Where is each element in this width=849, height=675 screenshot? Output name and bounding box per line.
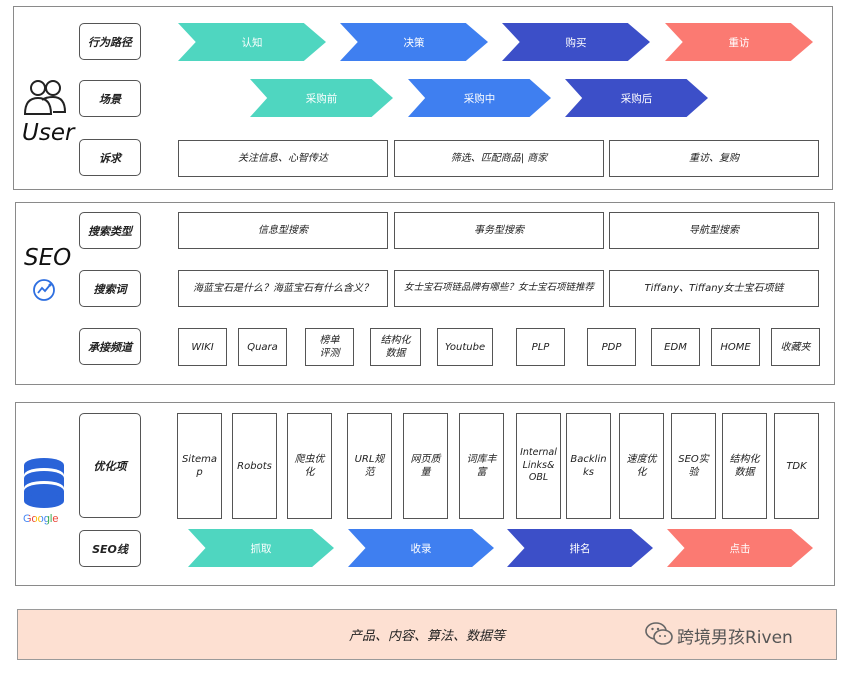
demand-box-2: 筛选、匹配商品| 商家 <box>394 140 604 177</box>
channel-box-pdp: PDP <box>587 328 636 366</box>
keyword-box-1: 海蓝宝石是什么？海蓝宝石有什么含义？ <box>178 270 388 307</box>
optimize-item-page-quality: 网页质 量 <box>403 413 448 519</box>
seo-line-arrow-crawl: 抓取 <box>188 529 334 567</box>
optimize-item-url: URL规 范 <box>347 413 392 519</box>
row-label-optimize: 优化项 <box>79 413 141 518</box>
row-label-search-keyword: 搜索词 <box>79 270 141 307</box>
scene-arrow-pre: 采购前 <box>250 79 393 117</box>
channel-box-ranking: 榜单 评测 <box>305 328 354 366</box>
channel-box-quara: Quara <box>238 328 287 366</box>
channel-box-home: HOME <box>711 328 760 366</box>
database-icon <box>23 457 65 509</box>
google-logo-text: Google <box>23 513 71 527</box>
channel-box-edm: EDM <box>651 328 700 366</box>
seo-line-arrow-click: 点击 <box>667 529 813 567</box>
footer-bar: 产品、内容、算法、数据等 <box>17 609 837 660</box>
wechat-icon <box>644 621 674 647</box>
users-icon <box>22 76 68 122</box>
optimize-item-backlinks: Backlin ks <box>566 413 611 519</box>
search-type-box-1: 信息型搜索 <box>178 212 388 249</box>
channel-box-structured: 结构化 数据 <box>370 328 421 366</box>
optimize-item-keyword-library: 词库丰 富 <box>459 413 504 519</box>
user-section-label: User <box>22 120 75 146</box>
optimize-item-speed: 速度优 化 <box>619 413 664 519</box>
demand-box-3: 重访、复购 <box>609 140 819 177</box>
path-arrow-revisit: 重访 <box>665 23 813 61</box>
optimize-item-robots: Robots <box>232 413 277 519</box>
row-label-behavior-path: 行为路径 <box>79 23 141 60</box>
seo-section-label: SEO <box>24 245 72 271</box>
row-label-demand: 诉求 <box>79 139 141 176</box>
channel-box-favorites: 收藏夹 <box>771 328 820 366</box>
scene-arrow-post: 采购后 <box>565 79 708 117</box>
row-label-search-type: 搜索类型 <box>79 212 141 249</box>
channel-box-plp: PLP <box>516 328 565 366</box>
google-logo-letters: Google <box>23 513 59 525</box>
row-label-channel: 承接频道 <box>79 328 141 365</box>
row-label-seo-line: SEO线 <box>79 530 141 567</box>
search-type-box-3: 导航型搜索 <box>609 212 819 249</box>
optimize-item-internal-links: Internal Links& OBL <box>516 413 561 519</box>
keyword-box-2: 女士宝石项链品牌有哪些？女士宝石项链推荐 <box>394 270 604 307</box>
path-arrow-decision: 决策 <box>340 23 488 61</box>
channel-box-wiki: WIKI <box>178 328 227 366</box>
watermark-text: 跨境男孩Riven <box>677 628 793 648</box>
channel-box-youtube: Youtube <box>437 328 493 366</box>
seo-line-arrow-rank: 排名 <box>507 529 653 567</box>
footer-text: 产品、内容、算法、数据等 <box>348 629 505 644</box>
seo-line-arrow-index: 收录 <box>348 529 494 567</box>
search-type-box-2: 事务型搜索 <box>394 212 604 249</box>
row-label-scene: 场景 <box>79 80 141 117</box>
keyword-box-3: Tiffany、Tiffany女士宝石项链 <box>609 270 819 307</box>
optimize-item-crawler: 爬虫优 化 <box>287 413 332 519</box>
optimize-item-seo-experiment: SEO实 验 <box>671 413 716 519</box>
demand-box-1: 关注信息、心智传达 <box>178 140 388 177</box>
path-arrow-purchase: 购买 <box>502 23 650 61</box>
optimize-item-structured-data: 结构化 数据 <box>722 413 767 519</box>
path-arrow-awareness: 认知 <box>178 23 326 61</box>
seo-chart-icon <box>32 278 56 302</box>
optimize-item-tdk: TDK <box>774 413 819 519</box>
optimize-item-sitemap: Sitema p <box>177 413 222 519</box>
scene-arrow-during: 采购中 <box>408 79 551 117</box>
